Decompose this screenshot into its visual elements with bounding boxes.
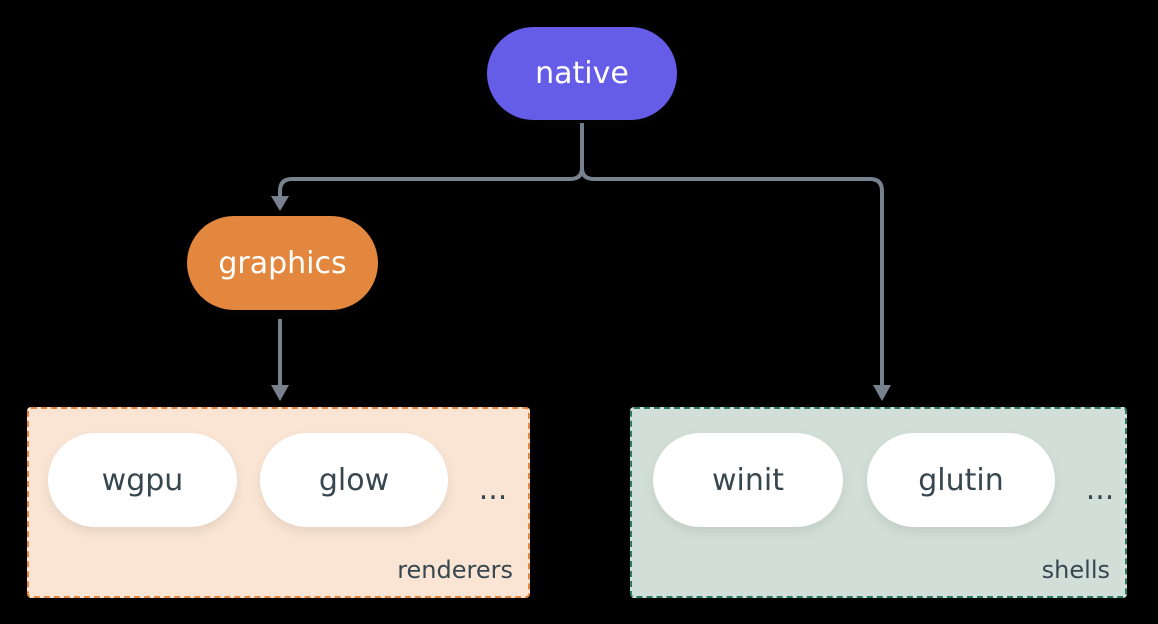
node-wgpu: wgpu	[48, 433, 237, 527]
node-graphics: graphics	[187, 216, 378, 310]
node-winit: winit	[653, 433, 843, 527]
node-glow: glow	[260, 433, 448, 527]
node-native: native	[487, 27, 677, 120]
arrowhead-graphics-icon	[271, 196, 289, 211]
renderers-ellipsis: ...	[478, 471, 508, 507]
shells-ellipsis: ...	[1085, 471, 1115, 507]
group-renderers: wgpu glow ... renderers	[27, 407, 530, 598]
arrowhead-shells-icon	[873, 385, 891, 401]
group-shells: winit glutin ... shells	[630, 407, 1127, 598]
renderers-group-label: renderers	[397, 556, 513, 584]
arrowhead-renderers-icon	[271, 385, 289, 401]
node-glutin: glutin	[867, 433, 1055, 527]
shells-group-label: shells	[1041, 556, 1110, 584]
